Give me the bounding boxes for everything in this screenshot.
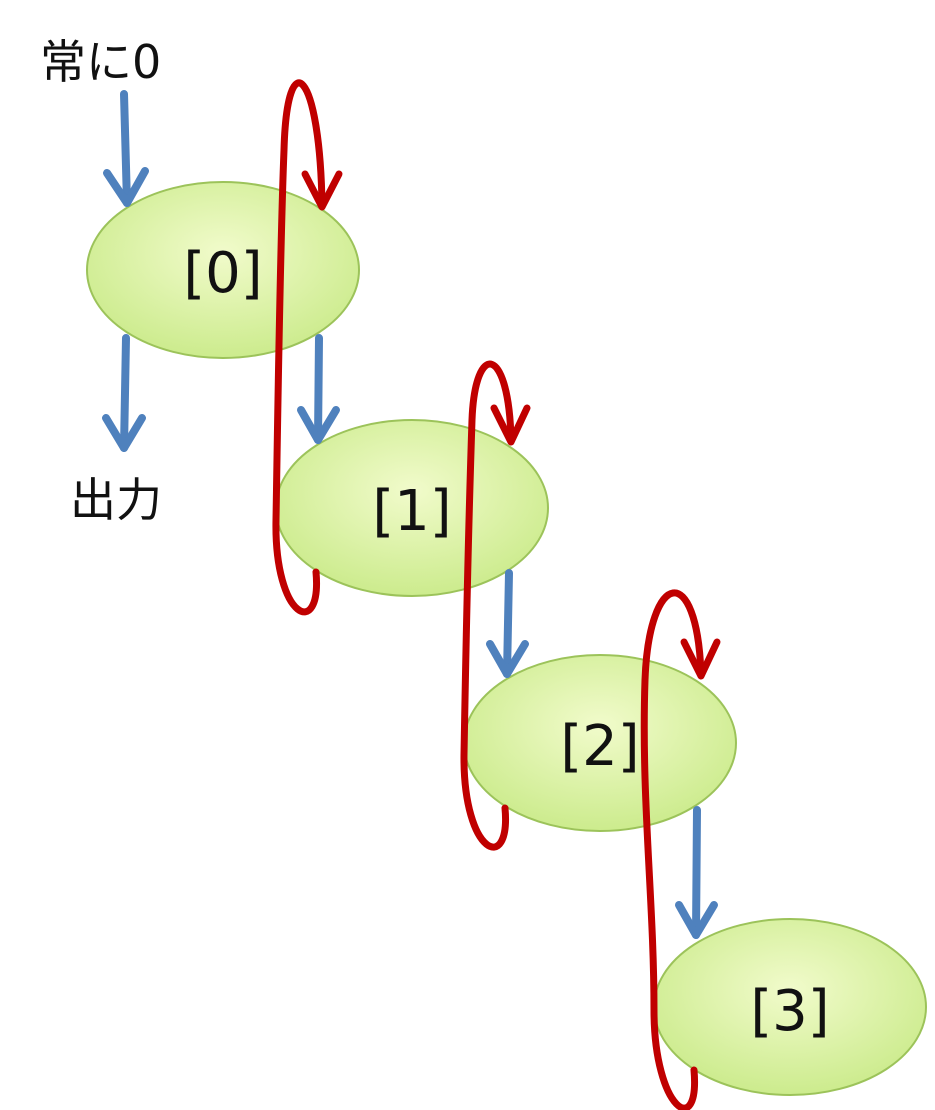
arrow-input-to-node-0 [103, 90, 149, 207]
node-2-label: [2] [560, 714, 639, 779]
red-loops [272, 79, 721, 1110]
loop-node-3-to-node-2 [640, 589, 721, 1110]
node-3-label: [3] [750, 979, 829, 1044]
arrow-node-1-to-node-2 [486, 569, 529, 678]
arrow-node-0-to-output [102, 334, 146, 452]
node-3: [3] [653, 918, 927, 1096]
loop-node-2-to-node-1 [460, 360, 531, 851]
node-1-label: [1] [372, 479, 451, 544]
arrow-node-2-to-node-3 [675, 806, 718, 939]
node-1: [1] [275, 419, 549, 597]
loop-node-1-to-node-0 [272, 79, 343, 616]
node-0: [0] [86, 181, 360, 359]
output-label: 出力 [70, 473, 162, 527]
node-0-ellipse [86, 181, 360, 359]
arrow-node-0-to-node-1 [297, 334, 340, 444]
node-0-label: [0] [183, 241, 262, 306]
blue-arrows [102, 90, 718, 939]
top-label: 常に0 [40, 35, 161, 89]
node-2: [2] [463, 654, 737, 832]
